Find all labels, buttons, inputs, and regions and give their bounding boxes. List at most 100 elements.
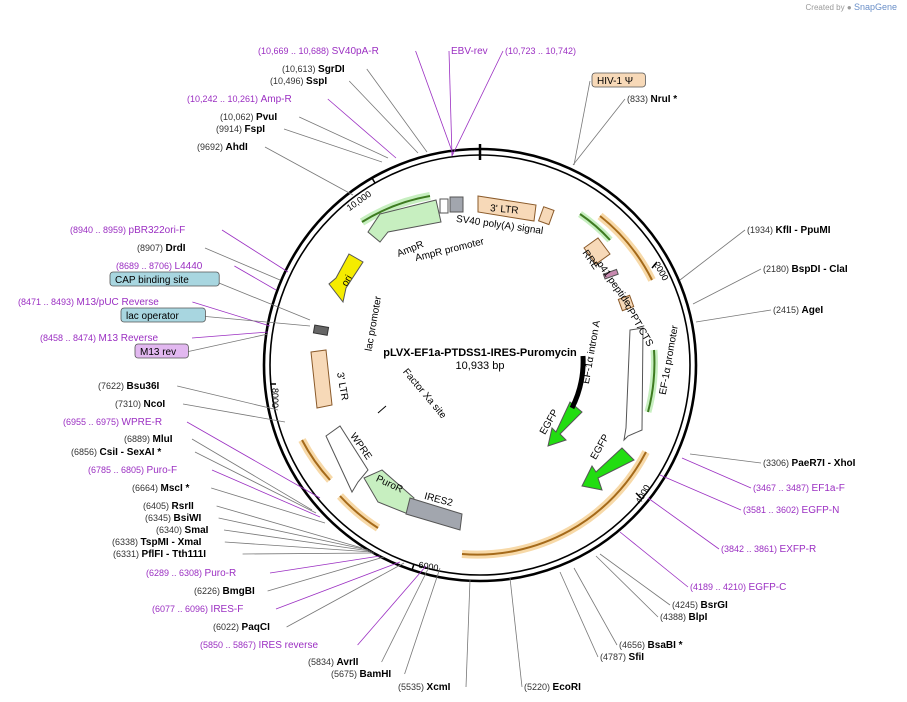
site-name: M13 Reverse (99, 333, 159, 344)
site-name: SspI (306, 76, 327, 87)
restriction-site[interactable]: (7310) NcoI (115, 399, 165, 410)
label-text: (6340) SmaI (156, 525, 209, 536)
primer-site[interactable]: (6077 .. 6096) IRES-F (152, 604, 243, 615)
restriction-site[interactable]: (8907) DrdI (137, 243, 186, 254)
restriction-site[interactable]: (6022) PaqCI (213, 622, 270, 633)
restriction-site[interactable]: (6340) SmaI (156, 525, 209, 536)
label-text: (3581 .. 3602) EGFP-N (743, 505, 839, 516)
primer-site[interactable]: (8689 .. 8706) L4440 (116, 261, 203, 272)
leader-line (509, 577, 523, 688)
feature-label-ef1a-promoter: EF-1α promoter (658, 324, 681, 396)
site-position: (8471 .. 8493) (18, 297, 77, 307)
restriction-site[interactable]: (10,613) SgrDI (282, 64, 345, 75)
restriction-site[interactable]: (6405) RsrII (143, 501, 194, 512)
primer-site[interactable]: (5850 .. 5867) IRES reverse (200, 640, 318, 651)
label-text: (6664) MscI * (132, 483, 190, 494)
site-name: NcoI (144, 399, 166, 410)
site-name: SgrDI (318, 64, 345, 75)
primer-site[interactable]: (8458 .. 8474) M13 Reverse (40, 333, 158, 344)
label-text: (10,669 .. 10,688) SV40pA-R (258, 46, 379, 57)
restriction-site[interactable]: (5834) AvrII (308, 657, 359, 668)
snapgene-credit: Created by ● SnapGene (806, 2, 898, 12)
restriction-site[interactable]: (4656) BsaBI * (619, 640, 683, 651)
primer-site[interactable]: (10,242 .. 10,261) Amp-R (187, 94, 292, 105)
leader-line (366, 68, 428, 153)
feature-egfp-inner[interactable]: EGFP (538, 401, 583, 447)
site-position: (4656) (619, 640, 648, 650)
primer-site[interactable]: (6289 .. 6308) Puro-R (146, 568, 236, 579)
restriction-site[interactable]: (4245) BsrGI (672, 600, 728, 611)
feature-3ltr-left[interactable]: 3' LTR (310, 349, 350, 409)
label-text: (8940 .. 8959) pBR322ori-F (70, 225, 185, 236)
feature-box-label[interactable]: CAP binding site (109, 271, 220, 287)
site-position: (6785 .. 6805) (88, 465, 147, 475)
restriction-site[interactable]: (1934) KflI - PpuMI (747, 225, 831, 236)
label-text: lac operator (126, 311, 179, 322)
leader-line (647, 497, 720, 550)
primer-site[interactable]: (10,723 .. 10,742) (505, 46, 576, 56)
feature-box-label[interactable]: HIV-1 Ψ (591, 72, 646, 88)
leader-line (572, 98, 626, 166)
primer-site[interactable]: (3467 .. 3487) EF1a-F (753, 483, 845, 494)
label-text: (8689 .. 8706) L4440 (116, 261, 203, 272)
feature-3ltr-top[interactable]: 3' LTR (477, 195, 537, 222)
restriction-site[interactable]: (9692) AhdI (197, 142, 248, 153)
restriction-site[interactable]: (9914) FspI (216, 124, 265, 135)
restriction-site[interactable]: (2180) BspDI - ClaI (763, 264, 848, 275)
label-text: (5220) EcoRI (524, 682, 581, 693)
site-position: (6226) (194, 586, 223, 596)
primer-site[interactable]: (6785 .. 6805) Puro-F (88, 465, 177, 476)
primer-site[interactable]: (4189 .. 4210) EGFP-C (690, 582, 786, 593)
primer-site[interactable]: (8940 .. 8959) pBR322ori-F (70, 225, 185, 236)
label-text: (6345) BsiWI (145, 513, 202, 524)
site-name: BspDI - ClaI (792, 264, 848, 275)
restriction-site[interactable]: (6664) MscI * (132, 483, 190, 494)
primer-site[interactable]: EBV-rev (451, 46, 488, 57)
restriction-site[interactable]: (10,062) PvuI (220, 112, 277, 123)
site-name: BlpI (689, 612, 708, 623)
leader-line (211, 279, 311, 321)
site-name: IRES reverse (259, 640, 319, 651)
restriction-site[interactable]: (6889) MluI (124, 434, 173, 445)
restriction-site[interactable]: (6856) CsiI - SexAI * (71, 447, 161, 458)
restriction-site[interactable]: (6338) TspMI - XmaI (112, 537, 202, 548)
primer-site[interactable]: (8471 .. 8493) M13/pUC Reverse (18, 297, 159, 308)
primer-site[interactable]: (3842 .. 3861) EXFP-R (721, 544, 816, 555)
leader-lines (177, 50, 772, 688)
feature-ires2[interactable]: IRES2 (405, 491, 463, 531)
restriction-site[interactable]: (5220) EcoRI (524, 682, 581, 693)
feature-ori[interactable]: ori (328, 253, 364, 304)
feature-label-3ltr-left: 3' LTR (334, 372, 350, 402)
primer-site[interactable]: (10,669 .. 10,688) SV40pA-R (258, 46, 379, 57)
label-text: (8471 .. 8493) M13/pUC Reverse (18, 297, 159, 308)
feature-box-label[interactable]: M13 rev (134, 343, 189, 359)
restriction-site[interactable]: (5675) BamHI (331, 669, 391, 680)
feature-box-label[interactable]: lac operator (120, 307, 206, 323)
primer-site[interactable]: (3581 .. 3602) EGFP-N (743, 505, 839, 516)
restriction-site[interactable]: (6345) BsiWI (145, 513, 202, 524)
restriction-site[interactable]: (7622) Bsu36I (98, 381, 160, 392)
restriction-site[interactable]: (10,496) SspI (270, 76, 327, 87)
site-position: (2180) (763, 264, 792, 274)
leader-line (216, 505, 363, 549)
site-position: (3581 .. 3602) (743, 505, 802, 515)
feature-label-ampr-promoter: AmpR promoter (414, 236, 486, 264)
label-text: (6022) PaqCI (213, 622, 270, 633)
feature-puror[interactable]: PuroR (363, 469, 415, 515)
restriction-site[interactable]: (3306) PaeR7I - XhoI (763, 458, 856, 469)
restriction-site[interactable]: (6226) BmgBI (194, 586, 255, 597)
feature-label-lac-promoter: lac promoter (364, 295, 385, 352)
site-name: EGFP-C (749, 582, 787, 593)
restriction-site[interactable]: (4388) BlpI (660, 612, 708, 623)
feature-sv40-box[interactable] (537, 206, 555, 226)
primer-site[interactable]: (6955 .. 6975) WPRE-R (63, 417, 162, 428)
restriction-site[interactable]: (2415) AgeI (773, 305, 823, 316)
site-position: (9692) (197, 142, 226, 152)
site-position: (6022) (213, 622, 242, 632)
restriction-site[interactable]: (4787) SfiI (600, 652, 644, 663)
leader-line (679, 229, 746, 281)
restriction-site[interactable]: (5535) XcmI (398, 682, 451, 693)
site-position: (10,669 .. 10,688) (258, 46, 332, 56)
restriction-site[interactable]: (6331) PflFI - Tth111I (113, 549, 206, 560)
restriction-site[interactable]: (833) NruI * (627, 94, 677, 105)
